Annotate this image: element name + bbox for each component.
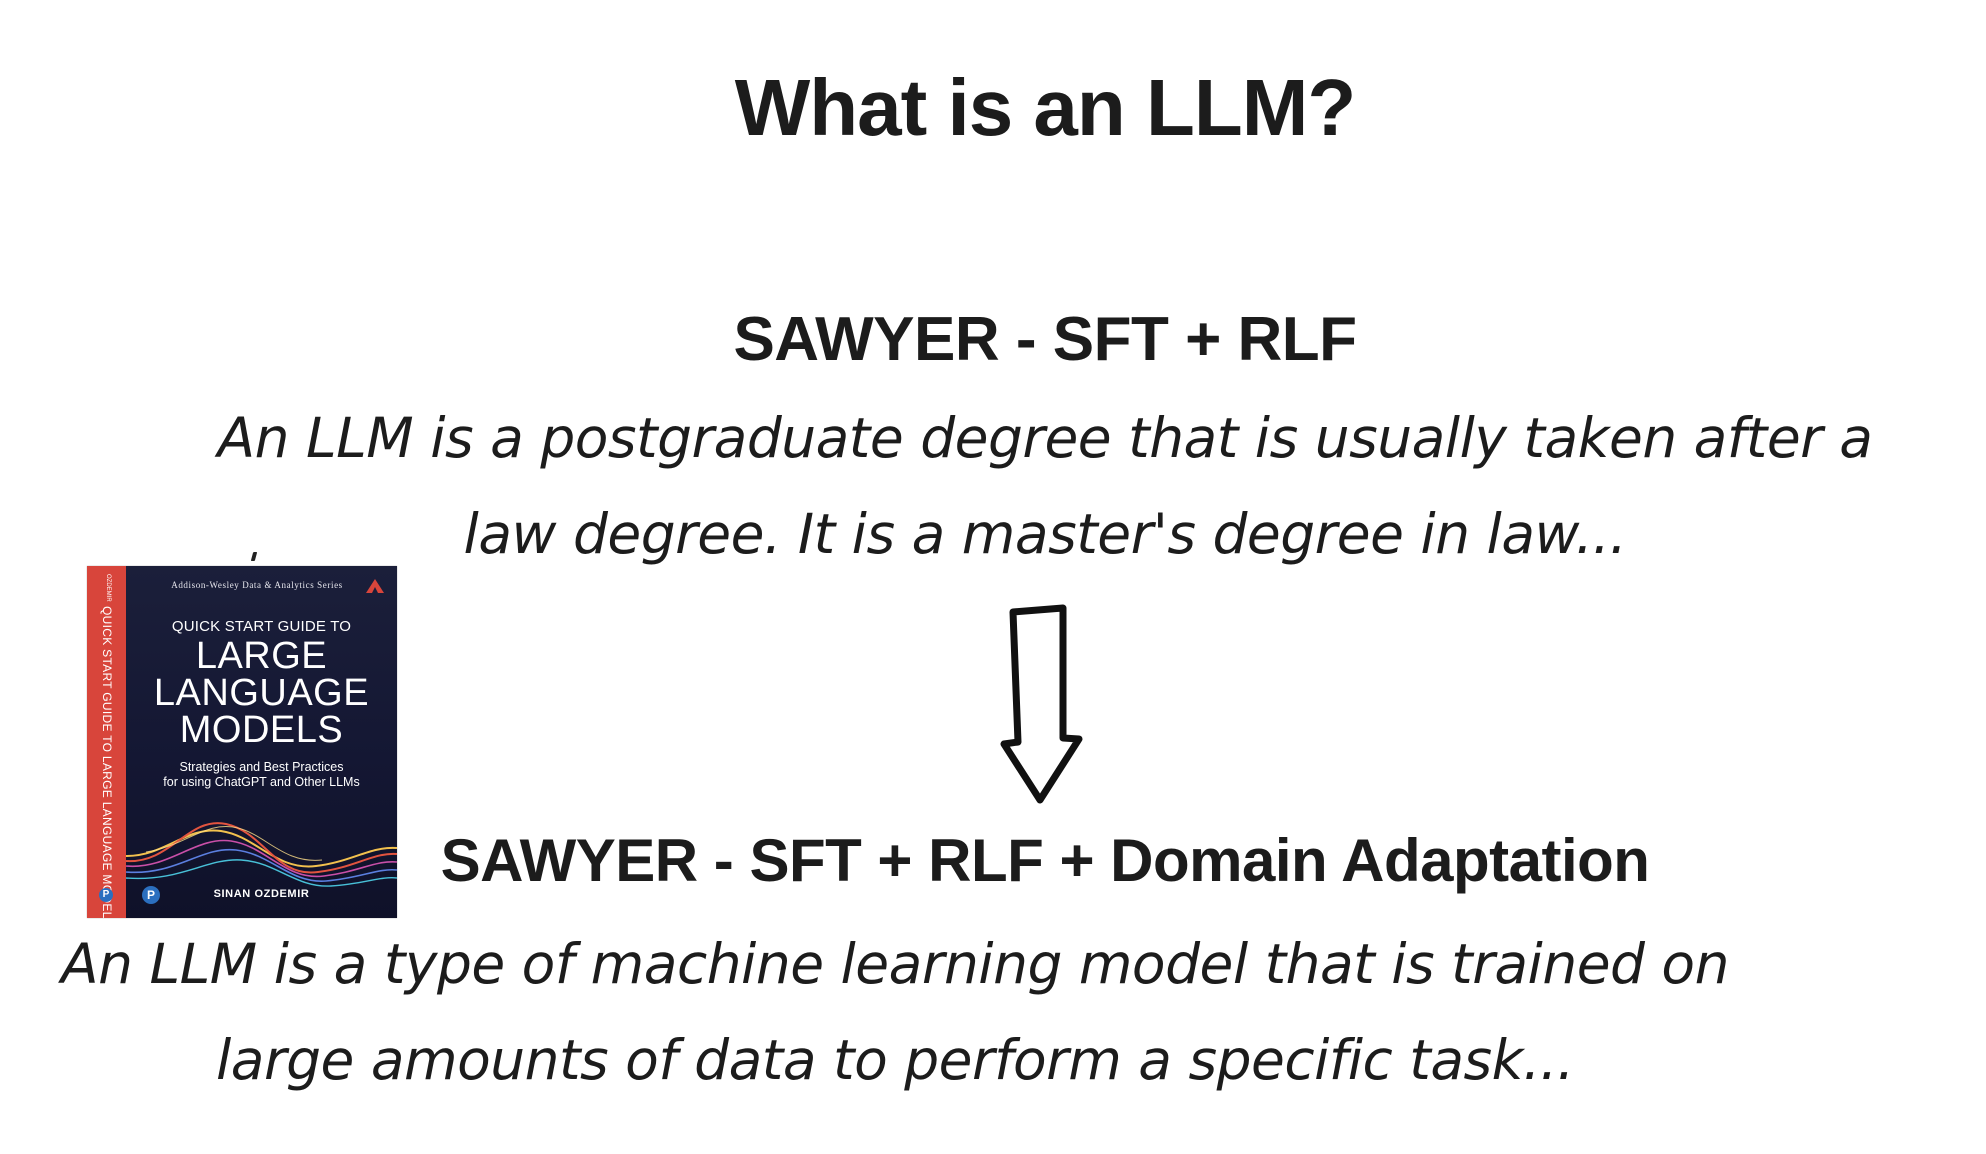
publisher-front-logo-icon: P [142, 886, 160, 904]
book-subtitle-line-2: for using ChatGPT and Other LLMs [163, 775, 360, 789]
book-spine-author: OZDEMIR [105, 574, 111, 602]
slide-title: What is an LLM? [734, 63, 1357, 152]
after-answer-line-2: large amounts of data to perform a speci… [216, 1028, 1575, 1092]
publisher-logo-icon: P [99, 888, 113, 902]
book-cover: OZDEMIR QUICK START GUIDE TO LARGE LANGU… [87, 566, 397, 918]
book-title-line-1: LARGE [195, 635, 328, 677]
book-spine: OZDEMIR QUICK START GUIDE TO LARGE LANGU… [87, 566, 126, 918]
book-title-line-2: LANGUAGE [153, 672, 370, 714]
book-title-line-3: MODELS [179, 709, 344, 751]
after-answer: An LLM is a type of machine learning mod… [0, 916, 1790, 1108]
after-answer-line-1: An LLM is a type of machine learning mod… [61, 932, 1729, 996]
cover-wave-art [126, 822, 397, 887]
before-heading: SAWYER - SFT + RLF [733, 305, 1357, 374]
before-answer: An LLM is a postgraduate degree that is … [150, 390, 1940, 582]
book-subtitle-line-1: Strategies and Best Practices [179, 760, 344, 774]
book-series: Addison-Wesley Data & Analytics Series [171, 580, 343, 590]
after-heading: SAWYER - SFT + RLF + Domain Adaptation [440, 827, 1650, 894]
down-arrow-icon [1000, 604, 1083, 804]
before-answer-line-2: law degree. It is a master's degree in l… [463, 502, 1627, 566]
book-kicker: QUICK START GUIDE TO [171, 618, 352, 635]
book-author: SINAN OZDEMIR [213, 888, 310, 900]
before-answer-line-1: An LLM is a postgraduate degree that is … [217, 406, 1873, 470]
series-logo-icon [366, 579, 384, 593]
book-spine-title: QUICK START GUIDE TO LARGE LANGUAGE MODE… [100, 606, 114, 918]
